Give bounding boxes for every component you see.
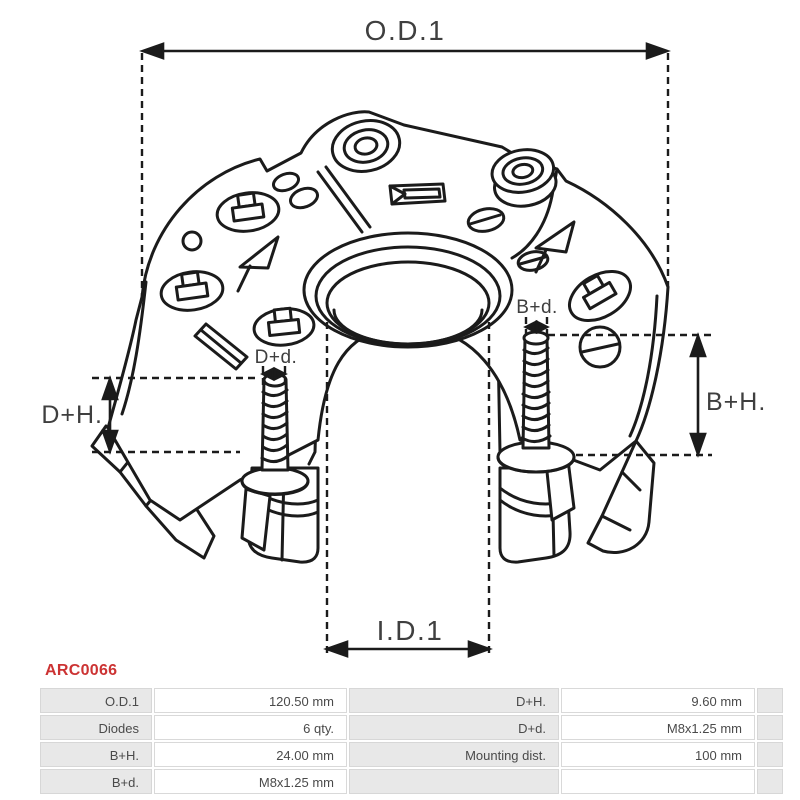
spec-label: Mounting dist. <box>349 742 559 767</box>
spec-value <box>561 769 755 794</box>
id1-label: I.D.1 <box>377 615 444 646</box>
bd-dimension <box>523 319 550 335</box>
dimension-arrows <box>101 42 707 658</box>
spec-spacer <box>757 769 783 794</box>
spec-label: B+H. <box>40 742 152 767</box>
spec-value: 6 qty. <box>154 715 347 740</box>
spec-value: 100 mm <box>561 742 755 767</box>
spec-label: D+H. <box>349 688 559 713</box>
spec-spacer <box>757 715 783 740</box>
dh-label: D+H. <box>41 401 103 429</box>
diode-pad <box>159 270 225 312</box>
spec-value: 24.00 mm <box>154 742 347 767</box>
od1-label: O.D.1 <box>365 15 446 46</box>
spec-label: D+d. <box>349 715 559 740</box>
spec-value: 120.50 mm <box>154 688 347 713</box>
spec-label <box>349 769 559 794</box>
dd-dimension <box>260 366 288 382</box>
spec-label: O.D.1 <box>40 688 152 713</box>
dd-label: D+d. <box>255 347 298 368</box>
spec-spacer <box>757 688 783 713</box>
b-plus-stud <box>496 330 576 474</box>
dimension-extension-lines <box>92 53 712 656</box>
spec-label: Diodes <box>40 715 152 740</box>
spec-value: M8x1.25 mm <box>561 715 755 740</box>
diode-pad <box>568 269 632 323</box>
spec-value: M8x1.25 mm <box>154 769 347 794</box>
part-code: ARC0066 <box>45 662 118 679</box>
spec-label: B+d. <box>40 769 152 794</box>
diode-pad <box>252 306 316 347</box>
diode-pad <box>215 191 281 233</box>
dh-dimension <box>101 375 119 455</box>
bd-label: B+d. <box>516 297 558 318</box>
rectifier-body <box>90 110 670 564</box>
spec-table: O.D.1 120.50 mm D+H. 9.60 mm Diodes 6 qt… <box>40 688 783 794</box>
bh-dimension <box>689 332 707 458</box>
d-plus-stud <box>240 372 310 496</box>
bh-label: B+H. <box>706 388 766 416</box>
rectifier-technical-drawing: O.D.1 I.D.1 D+H. B+H. D+d. B+d. <box>41 15 766 658</box>
od1-dimension <box>139 42 671 60</box>
spec-spacer <box>757 742 783 767</box>
id1-dimension <box>323 640 493 658</box>
spec-value: 9.60 mm <box>561 688 755 713</box>
